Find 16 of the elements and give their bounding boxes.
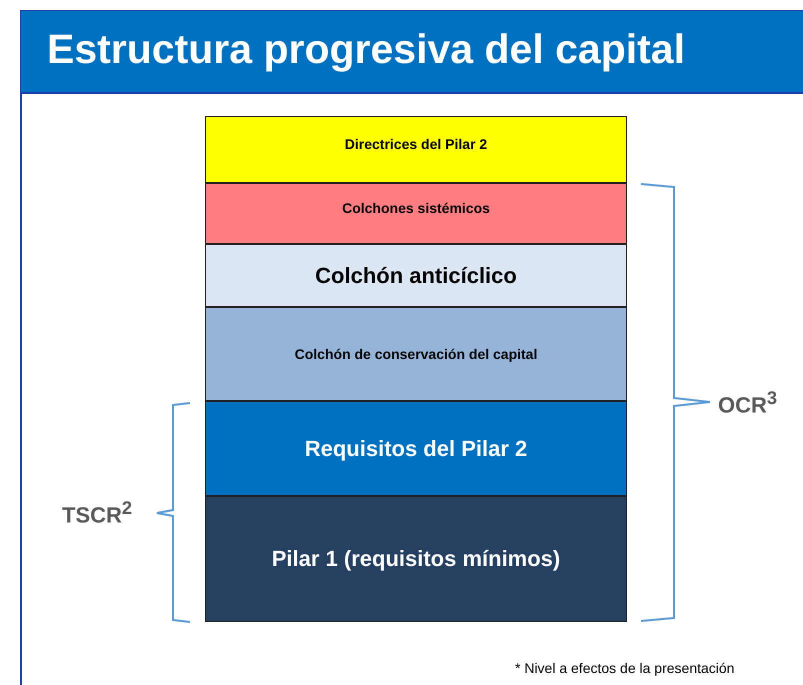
stack-layer (205, 244, 627, 307)
layer-label: Colchón de conservación del capital (294, 346, 538, 362)
bracket-label: TSCR$^{2}$ (62, 497, 132, 528)
bracket-label: OCR$^{3}$ (718, 387, 778, 418)
layer-label: Colchones sistémicos (342, 200, 490, 218)
layer-label: Directrices del Pilar 2 (344, 136, 488, 154)
footnote: * Nivel a efectos de la presentación (515, 660, 734, 676)
layer-label: Pilar 1 (requisitos mínimos) (272, 546, 560, 572)
stack-layer (205, 183, 627, 244)
stack-layer (205, 116, 627, 183)
stack-layer (205, 496, 627, 622)
layer-label: Requisitos del Pilar 2 (304, 436, 528, 462)
title: Estructura progresiva del capital (47, 26, 686, 73)
layer-label: Colchón anticíclico (315, 262, 517, 288)
stack-layer (205, 401, 627, 496)
stack-layer (205, 307, 627, 401)
